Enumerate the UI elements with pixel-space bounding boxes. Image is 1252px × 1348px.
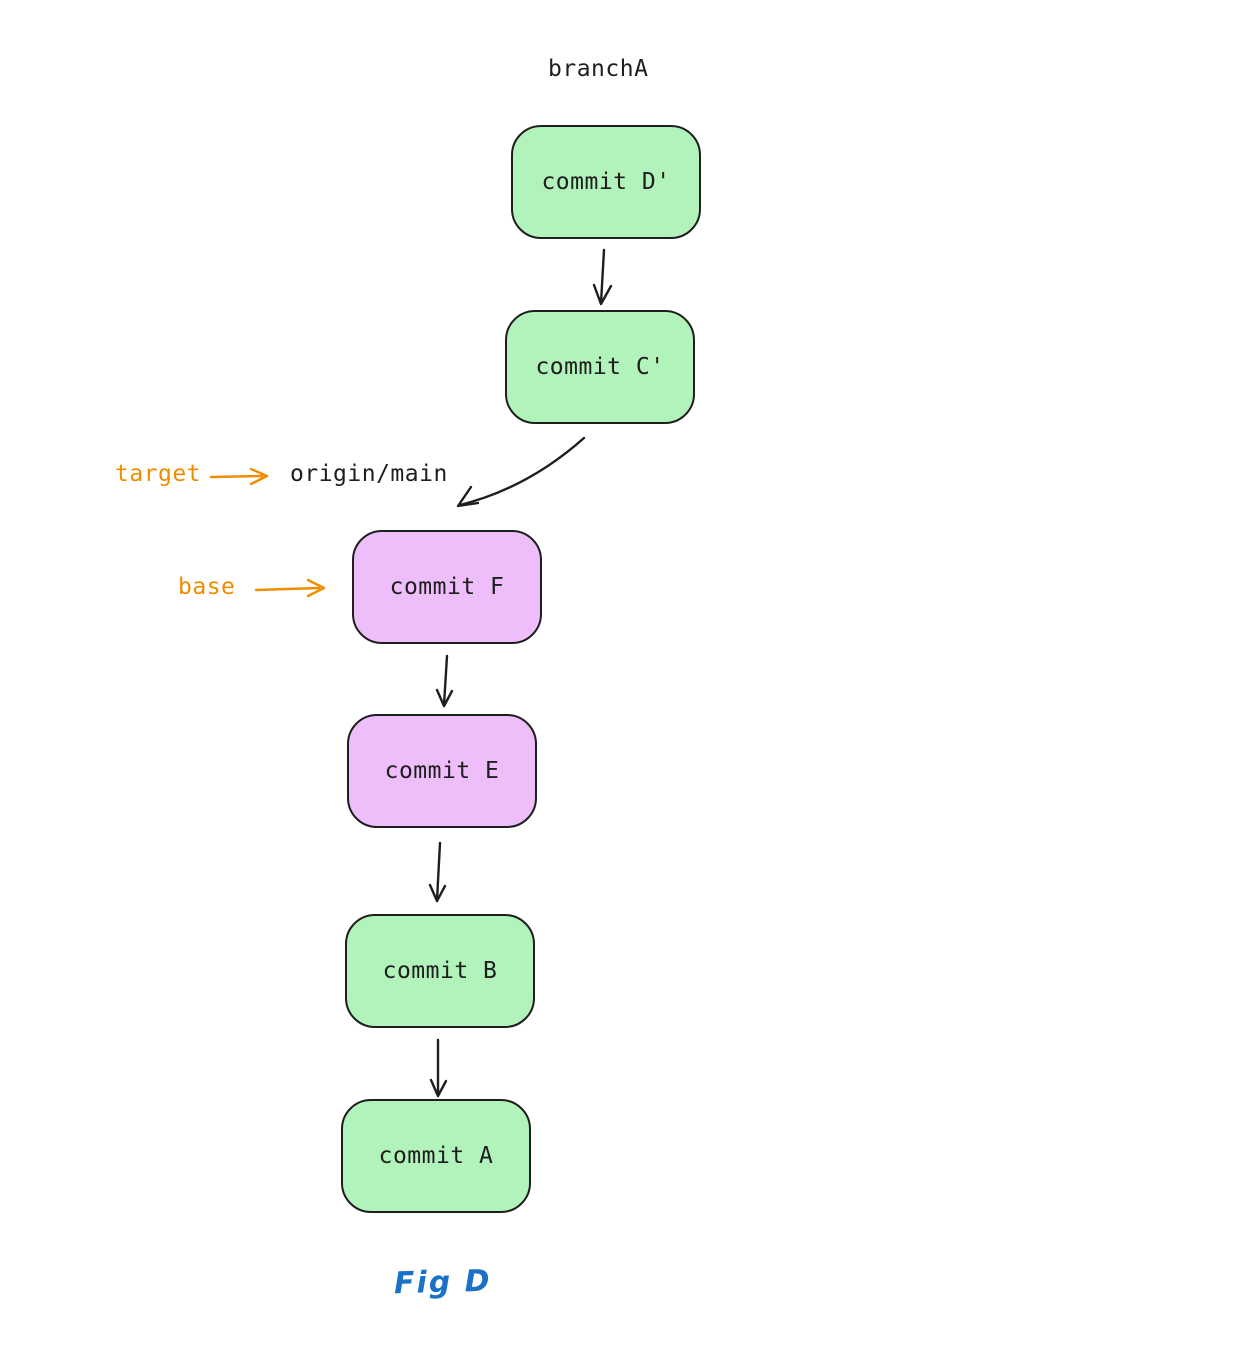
commit-node-label: commit E [384,758,500,784]
commit-node-label: commit D' [541,169,671,195]
commit-node-f: commit F [352,530,542,644]
base-annotation-label: base [178,574,236,600]
commit-node-a: commit A [341,1099,531,1213]
commit-node-label: commit A [378,1143,494,1169]
commit-node-label: commit B [382,958,498,984]
edge-e-to-b-arrow [428,841,447,903]
edge-f-to-e-arrow [435,654,454,708]
commit-node-d-prime: commit D' [511,125,701,239]
edge-b-to-a-arrow [429,1038,448,1098]
edge-cprime-to-f-arrow [456,436,586,508]
edge-dprime-to-cprime-arrow [592,248,613,306]
target-annotation-label: target [115,461,202,487]
commit-node-c-prime: commit C' [505,310,695,424]
commit-node-b: commit B [345,914,535,1028]
branch-label: branchA [548,56,649,82]
base-annotation-arrow [254,578,326,598]
target-annotation-arrow [209,467,269,486]
figure-caption: Fig D [393,1263,493,1302]
commit-node-e: commit E [347,714,537,828]
origin-main-ref-label: origin/main [290,461,448,487]
commit-node-label: commit C' [535,354,665,380]
commit-node-label: commit F [389,574,505,600]
